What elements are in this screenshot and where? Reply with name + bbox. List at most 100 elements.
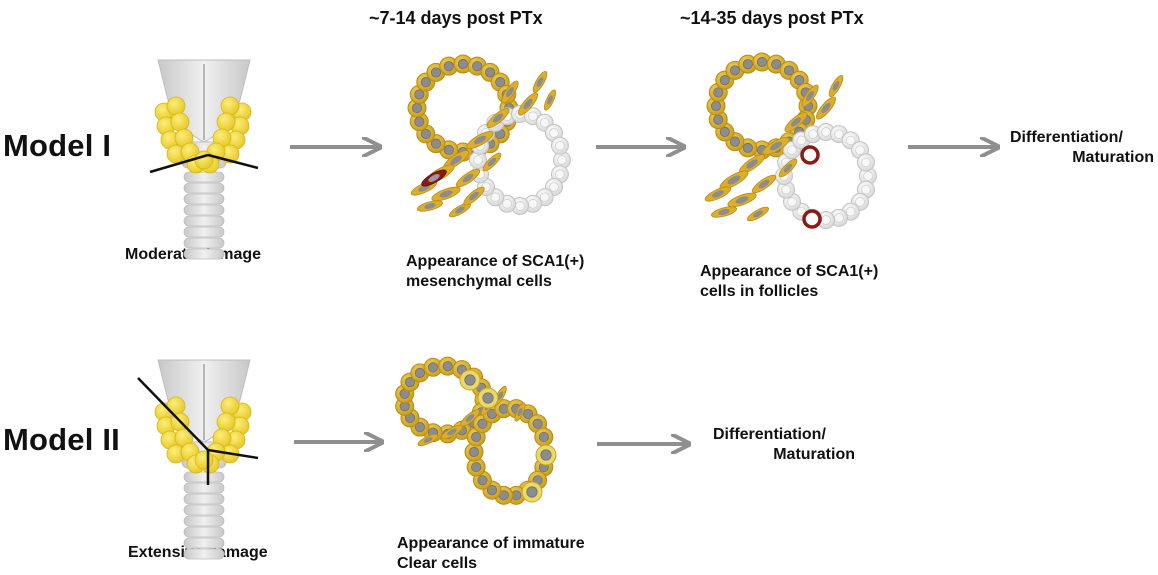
cell-nucleus — [549, 182, 559, 192]
cell-nucleus — [443, 144, 454, 155]
follicle-cluster-m1-stage1 — [407, 54, 571, 218]
cell-nucleus — [473, 135, 487, 145]
cell-nucleus — [515, 201, 525, 211]
cell-nucleus — [411, 102, 423, 114]
outcome-line: Differentiation/ — [1010, 129, 1123, 146]
cell-nucleus — [834, 129, 844, 139]
tracheal-ring — [183, 515, 225, 527]
mesenchymal-cell — [431, 186, 461, 202]
cell-nucleus — [468, 446, 480, 458]
cell-nucleus — [471, 431, 482, 443]
cell-nucleus — [742, 59, 753, 70]
mesenchymal-cell — [416, 200, 444, 212]
cell-nucleus — [790, 117, 802, 127]
tracheal-ring — [183, 493, 225, 505]
cell-nucleus — [555, 140, 565, 151]
tracheal-ring — [183, 215, 225, 227]
cell-nucleus — [769, 141, 783, 151]
cell-nucleus — [492, 113, 504, 123]
cell-nucleus — [487, 157, 497, 167]
cell-nucleus — [719, 75, 730, 86]
mesenchymal-cell — [532, 71, 548, 93]
caption-line: Clear cells — [397, 555, 478, 572]
cell-nucleus — [424, 203, 436, 209]
cell-nucleus — [484, 67, 496, 78]
mesenchymal-cell — [801, 84, 819, 108]
cell-nucleus — [455, 206, 465, 214]
cell-nucleus — [442, 361, 453, 372]
cell-nucleus — [821, 215, 831, 225]
cell-nucleus — [855, 197, 865, 207]
cell-nucleus — [713, 114, 724, 125]
tracheal-ring — [183, 204, 225, 216]
resection-line — [207, 153, 259, 170]
cell-nucleus — [428, 174, 440, 182]
mesenchymal-cell — [517, 92, 539, 116]
cell-nucleus — [430, 138, 442, 149]
cell-nucleus — [727, 175, 741, 185]
mesenchymal-cell — [710, 206, 738, 218]
outcome-line: Differentiation/ — [713, 426, 826, 443]
cell-nucleus — [418, 184, 430, 192]
cell-nucleus — [420, 77, 431, 88]
cell-nucleus — [414, 116, 425, 127]
thyroid-lobe-lobule — [194, 150, 214, 170]
cell-nucleus — [832, 81, 840, 91]
cell-nucleus — [845, 206, 856, 217]
mesenchymal-cell — [828, 75, 844, 97]
cell-nucleus — [462, 173, 474, 183]
thyroid-lobe-lobule — [220, 396, 240, 416]
header-stage-1: ~7-14 days post PTx — [369, 8, 543, 28]
model-1-stage-2-caption: Appearance of SCA1(+) cells in follicles — [700, 262, 878, 302]
mesenchymal-cell — [762, 137, 790, 155]
mesenchymal-cell — [751, 174, 777, 194]
tracheal-ring — [183, 248, 225, 260]
cell-nucleus — [528, 198, 538, 209]
caption-line: Appearance of immature — [397, 535, 585, 552]
cell-nucleus — [834, 213, 844, 223]
cell-nucleus — [414, 422, 425, 433]
arrows — [290, 147, 996, 444]
cell-nucleus — [517, 407, 523, 417]
cell-nucleus — [796, 135, 807, 146]
cell-nucleus — [464, 374, 476, 386]
cell-nucleus — [855, 145, 865, 155]
cell-nucleus — [547, 95, 553, 105]
cell-nucleus — [506, 86, 514, 98]
cell-nucleus — [735, 196, 749, 204]
tracheal-ring — [183, 537, 225, 549]
thyroid-lobe-lobule — [220, 96, 240, 116]
model-2-outcome: Differentiation/ Maturation — [713, 425, 855, 465]
sca1-positive-cell — [800, 145, 820, 165]
cell-nucleus — [549, 128, 559, 138]
cell-nucleus — [863, 171, 873, 181]
tracheal-ring — [183, 471, 225, 483]
sca1-mesenchymal-cell — [421, 169, 447, 187]
cell-nucleus — [526, 486, 538, 498]
thyroid-lobe-lobule — [166, 96, 186, 116]
cell-nucleus — [522, 408, 534, 419]
tracheal-ring — [183, 226, 225, 238]
cell-nucleus — [523, 98, 533, 110]
cell-nucleus — [756, 56, 768, 68]
model-1-outcome: Differentiation/ Maturation — [1010, 128, 1156, 168]
cell-nucleus — [746, 159, 758, 169]
cell-nucleus — [861, 157, 871, 168]
mesenchymal-cell — [719, 170, 749, 190]
mesenchymal-cell — [727, 192, 757, 208]
resection-line — [149, 153, 209, 174]
cell-nucleus — [753, 210, 763, 218]
cell-nucleus — [447, 428, 457, 436]
mesenchymal-cell — [704, 186, 732, 202]
caption-line: Appearance of SCA1(+) — [406, 253, 585, 270]
cell-nucleus — [712, 190, 724, 198]
cell-nucleus — [532, 418, 543, 429]
tracheal-ring — [183, 171, 225, 183]
cell-nucleus — [806, 90, 814, 102]
cell-nucleus — [719, 126, 730, 137]
cell-nucleus — [713, 87, 724, 98]
mesenchymal-cell — [463, 186, 485, 206]
cell-nucleus — [443, 61, 454, 72]
cell-nucleus — [845, 135, 856, 146]
